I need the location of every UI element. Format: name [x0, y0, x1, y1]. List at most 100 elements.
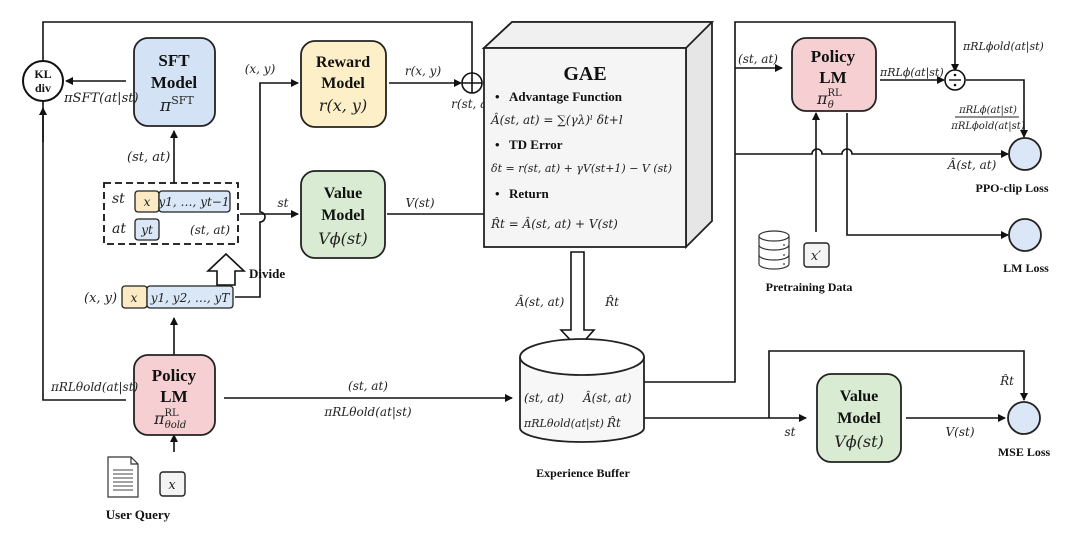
gae-heading-return: Return	[509, 186, 549, 201]
divide-s-label: st	[112, 191, 125, 207]
pretraining-label: Pretraining Data	[766, 280, 853, 294]
ppo-loss-label: PPO-clip Loss	[975, 181, 1048, 195]
divide-a-label: at	[112, 221, 126, 237]
gae-title: GAE	[563, 63, 606, 85]
sft-line2: Model	[151, 73, 198, 92]
divide-pair-label: (st, at)	[190, 223, 230, 237]
gae-bullet-1: •	[495, 89, 500, 104]
user-query: x User Query	[106, 456, 186, 522]
label-st-at-sft: (st, at)	[127, 150, 170, 165]
value-top-line2: Model	[321, 207, 365, 224]
sft-line1: SFT	[158, 51, 190, 70]
label-gae-adv: Â(st, at)	[515, 294, 565, 309]
gae-formula-advantage: Â(st, at) = ∑(γλ)ˡ δt+l	[490, 112, 623, 127]
kl-line2: div	[35, 81, 51, 95]
label-gae-ret: R̂t	[604, 294, 619, 309]
label-pi-old-kl: πRLθold(at|st)	[50, 380, 139, 394]
reward-line1: Reward	[316, 54, 370, 71]
experience-buffer[interactable]: (st, at) Â(st, at) πRLθold(at|st) R̂t Ex…	[519, 338, 645, 480]
buffer-cell-state-action: (st, at)	[524, 391, 564, 405]
plus-node	[461, 72, 483, 94]
label-ratio-numerator: πRLϕ(at|st)	[958, 105, 1017, 116]
lm-loss-node[interactable]: LM Loss	[1003, 218, 1049, 275]
divide-label: Divide	[249, 266, 285, 281]
edge-policy-to-kl	[39, 107, 126, 401]
value-bottom-line1: Value	[840, 388, 879, 405]
gae-formula-td: δt = r(st, at) + γV(st+1) − V (st)	[491, 162, 672, 175]
user-query-token: x	[168, 478, 176, 493]
label-st-value: st	[278, 196, 289, 210]
label-v-st-bottom: V(st)	[945, 425, 974, 439]
divide-yt-token: yt	[140, 223, 153, 237]
label-pi-phi: πRLϕ(at|st)	[879, 66, 944, 80]
sequence-tokens: (x, y) x y1, y2, …, yT	[84, 285, 234, 309]
user-query-label: User Query	[106, 507, 171, 522]
divide-x-token: x	[144, 195, 151, 209]
edge-kl-top-loop	[42, 21, 476, 142]
value-model-bottom-box[interactable]: Value Model Vϕ(st)	[816, 373, 902, 463]
label-r-hat-mse: R̂t	[999, 373, 1014, 388]
edge-return-to-mse	[768, 350, 1028, 418]
policy-old-line2: LM	[160, 387, 187, 406]
value-top-formula: Vϕ(st)	[318, 229, 368, 248]
value-top-line1: Value	[324, 185, 363, 202]
sequence-y-tokens: y1, y2, …, yT	[150, 291, 230, 305]
buffer-cell-advantage: Â(st, at)	[582, 390, 632, 405]
ratio-node	[944, 69, 966, 91]
connectors	[39, 21, 1028, 452]
policy-new-line1: Policy	[811, 47, 856, 66]
kl-div-node: KL div	[22, 60, 64, 102]
label-st-at-policy: (st, at)	[738, 52, 778, 66]
gae-bullet-2: •	[495, 137, 500, 152]
policy-new-line2: LM	[819, 68, 846, 87]
mse-loss-label: MSE Loss	[998, 445, 1051, 459]
sequence-label: (x, y)	[84, 291, 117, 306]
label-policy-buffer-top: (st, at)	[348, 379, 388, 393]
buffer-cell-return: R̂t	[606, 415, 621, 430]
policy-old-line1: Policy	[152, 366, 197, 385]
label-policy-buffer-bottom: πRLθold(at|st)	[323, 405, 412, 419]
sft-model-box[interactable]: SFT Model πSFT	[133, 37, 216, 127]
divide-arrow	[205, 252, 247, 286]
value-bottom-line2: Model	[837, 410, 881, 427]
edge-policy-to-lm	[846, 113, 1009, 239]
value-bottom-formula: Vϕ(st)	[834, 432, 884, 451]
sft-symbol: πSFT	[159, 94, 194, 116]
label-ratio-denominator: πRLϕold(at|st)	[950, 121, 1025, 132]
gae-heading-advantage: Advantage Function	[509, 89, 623, 104]
edge-ratio-to-ppo	[966, 79, 1028, 138]
label-pi-sft: πSFT(at|st)	[63, 91, 139, 106]
gae-box: GAE • Advantage Function Â(st, at) = ∑(γ…	[481, 21, 715, 250]
reward-model-box[interactable]: Reward Model r(x, y)	[300, 40, 387, 128]
document-icon	[107, 456, 139, 498]
edge-buffer-to-ratio	[643, 21, 959, 383]
lm-loss-label: LM Loss	[1003, 261, 1049, 275]
label-pi-phi-old: πRLϕold(at|st)	[962, 40, 1044, 54]
reward-line2: Model	[321, 75, 365, 92]
mse-loss-node[interactable]: MSE Loss	[998, 401, 1051, 459]
gae-to-buffer-arrow	[559, 251, 596, 350]
gae-heading-td: TD Error	[509, 137, 563, 152]
ppo-clip-loss-node[interactable]: PPO-clip Loss	[975, 137, 1049, 195]
reward-formula: r(x, y)	[319, 96, 367, 115]
sequence-x-token: x	[131, 291, 138, 305]
divide-box: st x y1, …, yt−1 at yt (st, at)	[103, 182, 239, 245]
label-r-xy: r(x, y)	[405, 64, 442, 78]
gae-bullet-3: •	[495, 186, 500, 201]
kl-line1: KL	[34, 67, 51, 81]
edge-seq-to-reward	[235, 79, 299, 298]
database-icon	[758, 230, 790, 270]
pretraining-token: x′	[811, 249, 821, 264]
label-st-value-bottom: st	[785, 425, 796, 439]
value-model-top-box[interactable]: Value Model Vϕ(st)	[300, 170, 386, 259]
divide-prefix-tokens: y1, …, yt−1	[158, 195, 230, 209]
buffer-label: Experience Buffer	[536, 466, 630, 480]
buffer-cell-old-policy: πRLθold(at|st)	[523, 417, 604, 431]
label-xy-reward: (x, y)	[245, 62, 276, 76]
gae-formula-return: R̂t = Â(st, at) + V(st)	[490, 216, 618, 231]
